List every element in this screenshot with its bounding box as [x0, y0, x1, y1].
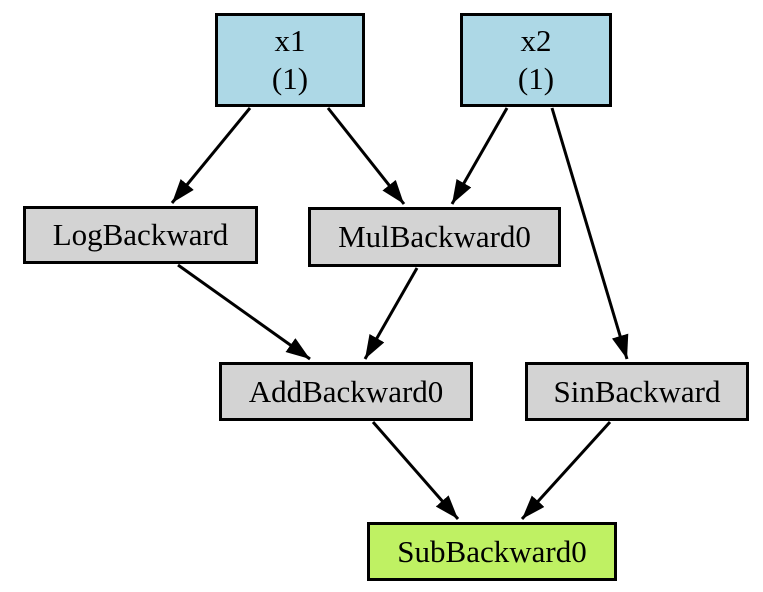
edge-x2-to-SinBackward [550, 107, 629, 360]
node-x2: x2 (1) [460, 13, 612, 107]
node-logbackward: LogBackward [23, 206, 258, 264]
node-addbackward0: AddBackward0 [219, 362, 473, 421]
node-addbackward0-label: AddBackward0 [248, 373, 444, 409]
node-x1-label: x1 [274, 23, 306, 59]
edge-x2-to-MulBackward0 [450, 107, 509, 205]
node-logbackward-label: LogBackward [52, 217, 229, 253]
node-x1-value: (1) [271, 61, 309, 96]
node-sinbackward: SinBackward [525, 362, 749, 421]
edge-SinBackward-to-SubBackward0 [520, 420, 612, 521]
edge-MulBackward0-to-AddBackward0 [363, 267, 419, 360]
edge-x1-to-MulBackward0 [326, 107, 406, 205]
node-mulbackward0-label: MulBackward0 [338, 219, 531, 255]
node-mulbackward0: MulBackward0 [308, 207, 561, 267]
node-x1: x1 (1) [215, 13, 365, 107]
node-sinbackward-label: SinBackward [553, 373, 721, 409]
edge-AddBackward0-to-SubBackward0 [371, 421, 460, 520]
edge-LogBackward-to-AddBackward0 [177, 263, 311, 361]
node-subbackward0-label: SubBackward0 [397, 533, 587, 569]
node-subbackward0: SubBackward0 [367, 522, 617, 581]
node-x2-value: (1) [517, 61, 555, 96]
node-x2-label: x2 [520, 23, 552, 59]
edge-x1-to-LogBackward [170, 107, 252, 204]
